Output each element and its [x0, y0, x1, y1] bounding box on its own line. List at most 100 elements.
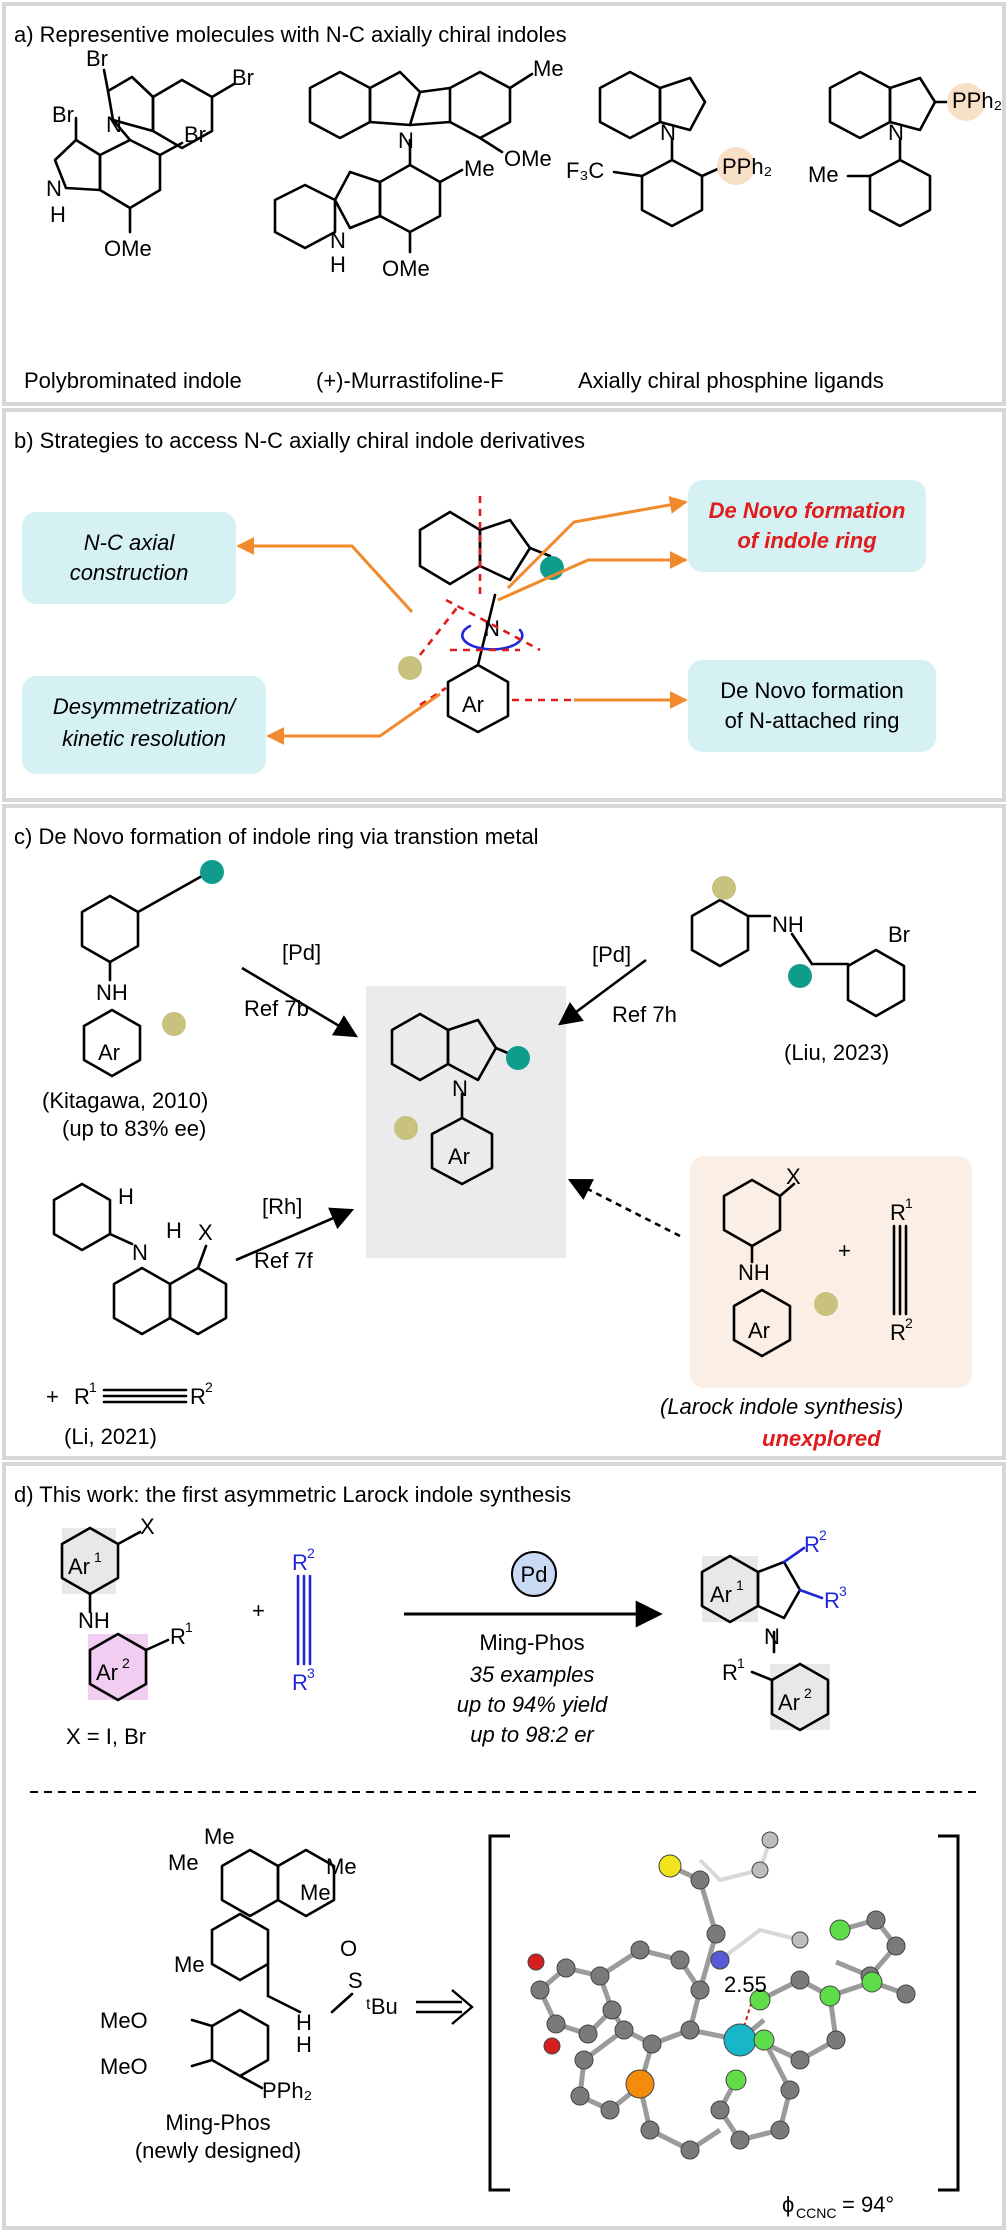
- r2-label: R: [804, 1532, 820, 1557]
- atom-sphere: [527, 1953, 545, 1971]
- r3-label: R: [292, 1670, 308, 1695]
- atom-ome: OMe: [504, 146, 552, 171]
- polybrominated-indole-structure: [53, 68, 236, 234]
- atom-n: N: [484, 616, 500, 641]
- ref-7h: Ref 7h: [612, 1002, 677, 1027]
- atom-sphere: [614, 2020, 634, 2040]
- khaki-dot: [394, 1116, 418, 1140]
- box-denovo-n-line1: De Novo formation: [720, 678, 903, 703]
- phosphine-ligand-1-structure: [598, 70, 722, 228]
- atom-sphere: [642, 2034, 662, 2054]
- ar1-sup: 1: [94, 1549, 102, 1565]
- unexplored-label: unexplored: [762, 1426, 881, 1451]
- box-desym-line2: kinetic resolution: [62, 726, 226, 751]
- khaki-dot: [814, 1292, 838, 1316]
- atom-sphere: [574, 2050, 594, 2070]
- r1-label: R: [890, 1200, 906, 1225]
- r1-label: R: [170, 1624, 186, 1649]
- meo-label: MeO: [100, 2008, 148, 2033]
- atom-sphere: [600, 2100, 620, 2120]
- implies-arrow: [416, 1989, 474, 2025]
- r2-sup: 2: [905, 1315, 913, 1331]
- atom-me: Me: [808, 162, 839, 187]
- atom-n: N: [660, 120, 676, 145]
- teal-dot: [506, 1046, 530, 1070]
- atom-sphere: [753, 2029, 775, 2051]
- box-denovo-indole-line2: of indole ring: [737, 528, 877, 553]
- nh-label: NH: [772, 912, 804, 937]
- pph2-label: PPh₂: [262, 2078, 312, 2103]
- atom-br: Br: [86, 46, 108, 71]
- n-label: N: [764, 1624, 780, 1649]
- r2-sup: 2: [819, 1527, 827, 1543]
- caption-phosphine: Axially chiral phosphine ligands: [578, 368, 884, 393]
- phi-symbol: ϕ: [782, 2192, 794, 2217]
- atom-sphere: [640, 2120, 660, 2140]
- newly-designed: (newly designed): [135, 2138, 301, 2163]
- arrow-7b: [241, 966, 359, 1038]
- larock-box: [690, 1156, 972, 1388]
- h-label: H: [296, 2032, 312, 2057]
- me-label: Me: [168, 1850, 199, 1875]
- nh-label: NH: [78, 1608, 110, 1633]
- r1-label: R: [722, 1660, 738, 1685]
- atom-sphere: [725, 2069, 747, 2091]
- nh-label: NH: [96, 980, 128, 1005]
- x-definition: X = I, Br: [66, 1724, 146, 1749]
- phi-value: = 94°: [842, 2192, 894, 2217]
- larock-substrate-structure: [722, 1178, 908, 1358]
- panel-d: [2, 1462, 1006, 2230]
- kitagawa-citation: (Kitagawa, 2010): [42, 1088, 208, 1113]
- r2-label: R: [292, 1550, 308, 1575]
- panel-a: [2, 2, 1006, 406]
- atom-sphere: [690, 1870, 710, 1890]
- ar2-label: Ar: [96, 1660, 118, 1685]
- atom-sphere: [680, 2020, 700, 2040]
- atom-sphere: [826, 2030, 846, 2050]
- teal-dot: [788, 964, 812, 988]
- bracket-left: [488, 1834, 510, 2192]
- x-label: X: [198, 1220, 213, 1245]
- strategy-arrows: [236, 495, 688, 745]
- atom-sphere: [896, 1984, 916, 2004]
- atom-sphere: [730, 2130, 750, 2150]
- atom-sphere: [578, 2024, 598, 2044]
- arrow-larock: [567, 1178, 681, 1238]
- atom-pph2: PPh₂: [952, 88, 1002, 113]
- meo-label: MeO: [100, 2054, 148, 2079]
- nh-label: NH: [738, 1260, 770, 1285]
- me-label: Me: [204, 1824, 235, 1849]
- yield-label: up to 94% yield: [457, 1692, 608, 1717]
- atom-sphere: [819, 1985, 841, 2007]
- highlight-dot: [947, 83, 985, 121]
- br-label: Br: [888, 922, 910, 947]
- r2-label: R: [190, 1384, 206, 1409]
- atom-ome: OMe: [104, 236, 152, 261]
- plus-label: +: [46, 1384, 59, 1409]
- arrow-7h: [558, 958, 647, 1026]
- atom-sphere: [546, 2014, 566, 2034]
- me-label: Me: [174, 1952, 205, 1977]
- plus-label: +: [838, 1238, 851, 1263]
- product-d-structure: [700, 1546, 830, 1732]
- ar-label: Ar: [98, 1040, 120, 1065]
- atom-sphere: [630, 1940, 650, 1960]
- ming-phos-structure: [190, 1848, 354, 2090]
- larock-label: (Larock indole synthesis): [660, 1394, 903, 1419]
- atom-sphere: [861, 1971, 883, 1993]
- phi-subscript: CCNC: [796, 2205, 836, 2221]
- atom-sphere: [543, 2037, 561, 2055]
- r1-sup: 1: [185, 1619, 193, 1635]
- atom-sphere: [590, 1966, 610, 1986]
- cat-pd: [Pd]: [282, 940, 321, 965]
- x-label: X: [140, 1514, 155, 1539]
- box-nc-axial: [22, 512, 236, 604]
- ar-label: Ar: [462, 692, 484, 717]
- n-label: N: [132, 1240, 148, 1265]
- atom-h: H: [330, 252, 346, 277]
- me-label: Me: [326, 1854, 357, 1879]
- murrastifoline-structure: [273, 70, 534, 254]
- li-citation: (Li, 2021): [64, 1424, 157, 1449]
- atom-sphere: [710, 1950, 730, 1970]
- atom-cf3: F₃C: [566, 158, 604, 183]
